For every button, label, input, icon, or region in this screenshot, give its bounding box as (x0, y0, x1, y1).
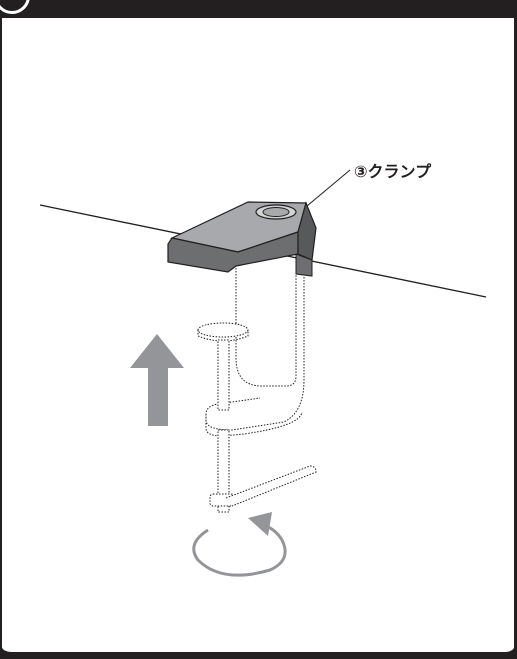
frame-right-border (514, 18, 517, 658)
arrow-up-icon (130, 334, 184, 426)
callout-label-clamp: ③クランプ (354, 162, 432, 181)
frame-corner-bottom-left (0, 640, 18, 659)
clamp-screw-tip-dotted (209, 493, 235, 507)
clamp-neck (295, 253, 313, 277)
clamp-hole-inner (262, 207, 290, 217)
clamp-side-face (297, 201, 317, 261)
frame-corner-bottom-right (499, 640, 517, 659)
rotate-clockwise-icon (192, 524, 287, 577)
clamp-pad-dotted (197, 322, 249, 338)
clamp-front-face (167, 231, 299, 273)
clamp-lower-arm-dotted (205, 411, 303, 437)
clamp-screw-lower-dotted (217, 429, 230, 513)
frame-left-border (0, 18, 2, 658)
frame-bottom-border (0, 652, 517, 659)
callout-leader-line (306, 169, 351, 207)
rotation-arrowhead (248, 512, 272, 536)
top-header-bar (0, 0, 517, 18)
clamp-screw-upper-dotted (217, 339, 230, 411)
clamp-handle-dotted (225, 465, 317, 507)
clamp-pad-rim-dotted (197, 330, 249, 342)
